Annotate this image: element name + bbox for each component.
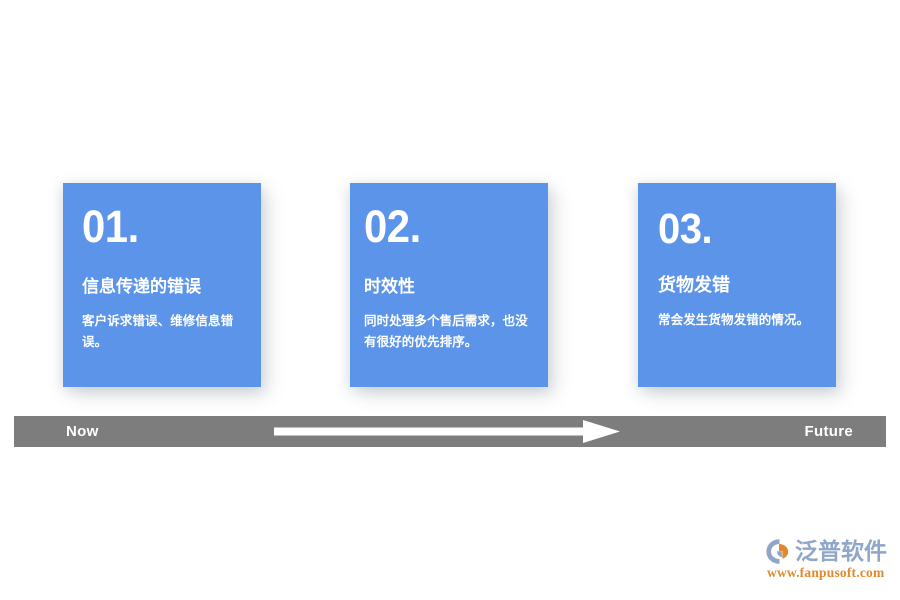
logo-row: 泛普软件 [765, 536, 890, 566]
logo-company-name: 泛普软件 [795, 537, 887, 564]
card-title: 时效性 [364, 277, 415, 296]
right-arrow-icon [274, 420, 620, 443]
issue-card-1[interactable]: 01. 信息传递的错误 客户诉求错误、维修信息错误。 [63, 183, 261, 387]
card-body: 同时处理多个售后需求，也没有很好的优先排序。 [364, 314, 528, 350]
fanpu-logo[interactable]: 泛普软件 www.fanpusoft.com [765, 536, 890, 584]
card-title: 货物发错 [658, 275, 730, 295]
timeline-start-label: Now [66, 423, 99, 440]
card-number: 02. [364, 201, 421, 252]
card-number: 01. [82, 201, 139, 252]
timeline-end-label: Future [804, 423, 853, 440]
timeline-bar: Now Future [14, 416, 886, 447]
logo-website-url: www.fanpusoft.com [767, 565, 885, 580]
issue-card-3[interactable]: 03. 货物发错 常会发生货物发错的情况。 [638, 183, 836, 387]
card-number: 03. [658, 205, 713, 253]
fanpu-logo-mark-icon [766, 538, 789, 564]
issue-card-2[interactable]: 02. 时效性 同时处理多个售后需求，也没有很好的优先排序。 [350, 183, 548, 387]
card-body: 客户诉求错误、维修信息错误。 [82, 314, 234, 350]
card-body: 常会发生货物发错的情况。 [658, 312, 810, 327]
card-title: 信息传递的错误 [82, 277, 201, 296]
